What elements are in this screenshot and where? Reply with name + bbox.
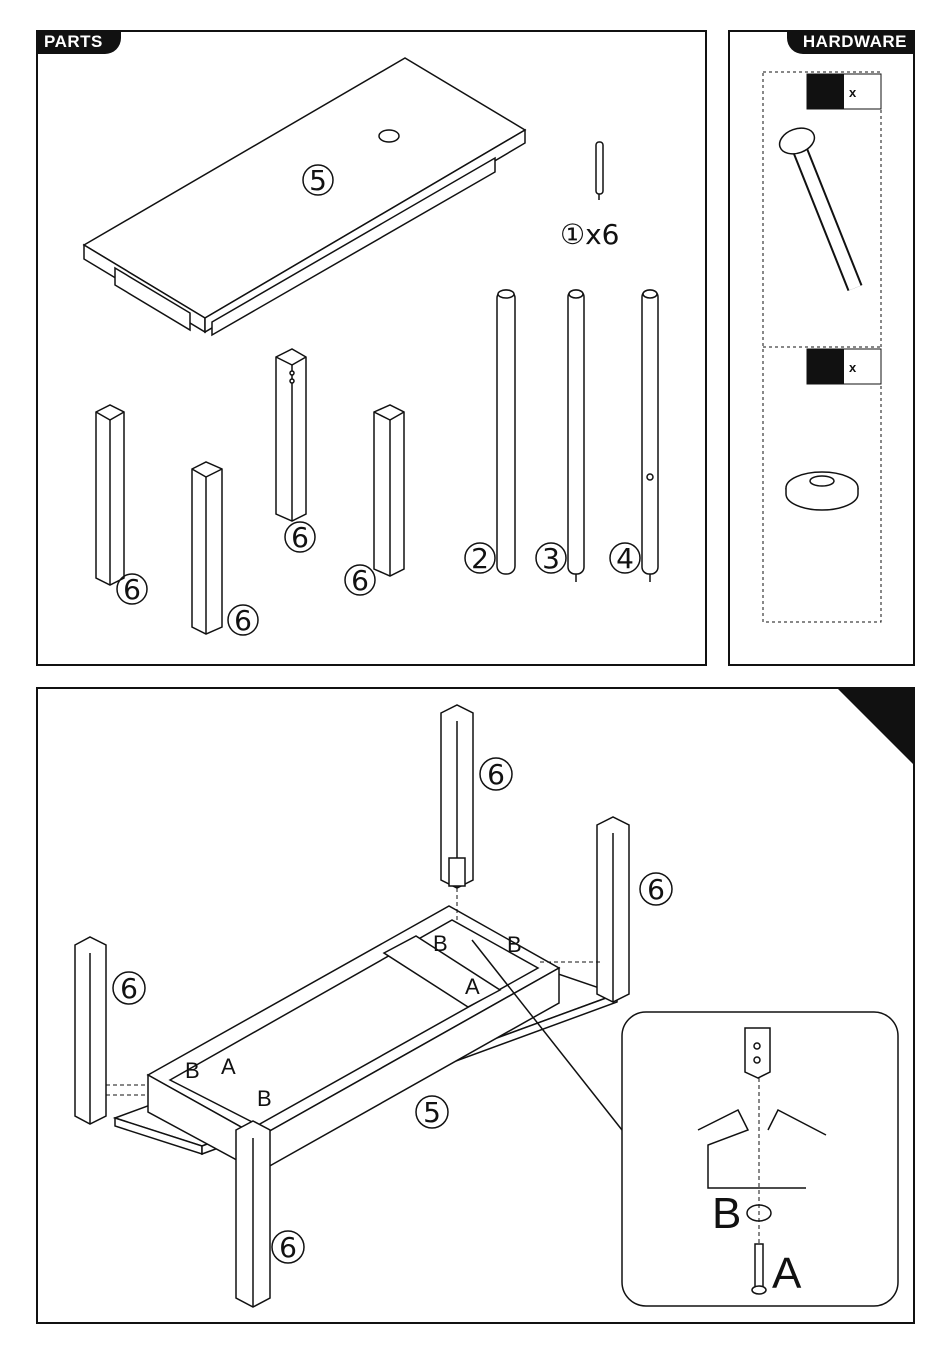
rod-illustrations	[497, 290, 658, 582]
leg-2	[192, 462, 222, 634]
step-corner-marker	[836, 687, 915, 766]
leg-number: 6	[123, 573, 141, 606]
rod-4	[642, 290, 658, 582]
washer-letter: B	[507, 932, 522, 957]
washer-letter: B	[433, 931, 448, 956]
step-leg-number: 6	[487, 758, 505, 791]
detail-bolt-letter: A	[772, 1249, 802, 1298]
leg-number: 6	[291, 521, 309, 554]
leg-1	[96, 405, 124, 585]
detail-washer-letter: B	[712, 1189, 741, 1238]
bolt-letter: A	[465, 974, 480, 999]
step-tabletop-number: 5	[423, 1096, 441, 1129]
rod-number: 2	[471, 542, 489, 575]
assembly-leg-left	[75, 937, 106, 1124]
step-leg-number: 6	[279, 1231, 297, 1264]
assembly-leg-front	[236, 1121, 270, 1307]
bolt-qty-fill	[807, 74, 844, 109]
rod-number: 4	[616, 542, 634, 575]
tabletop-illustration	[84, 58, 525, 335]
washer-letter: B	[257, 1086, 272, 1111]
leg-3	[276, 349, 306, 521]
bolt-icon	[776, 124, 855, 288]
leg-4	[374, 405, 404, 576]
hardware-box	[763, 72, 881, 622]
washer-letter: B	[185, 1058, 200, 1083]
washer-qty-fill	[807, 349, 844, 384]
leg-number: 6	[351, 564, 369, 597]
washer-icon	[786, 472, 858, 510]
step-leg-number: 6	[647, 873, 665, 906]
bolt-letter: A	[221, 1054, 236, 1079]
step-leg-number: 6	[120, 972, 138, 1005]
dowel-illustration	[596, 142, 603, 200]
leg-number: 6	[234, 604, 252, 637]
rod-3	[568, 290, 584, 582]
washer-qty-marker: x	[849, 360, 857, 375]
bolt-qty-marker: x	[849, 85, 857, 100]
assembly-leg-top	[441, 705, 473, 888]
assembly-leg-right	[597, 817, 629, 1002]
table-frame-illustration	[115, 906, 617, 1172]
dowel-quantity-label: ①x6	[560, 218, 620, 251]
rod-2	[497, 290, 515, 574]
rod-number: 3	[542, 542, 560, 575]
tabletop-number: 5	[309, 164, 327, 197]
